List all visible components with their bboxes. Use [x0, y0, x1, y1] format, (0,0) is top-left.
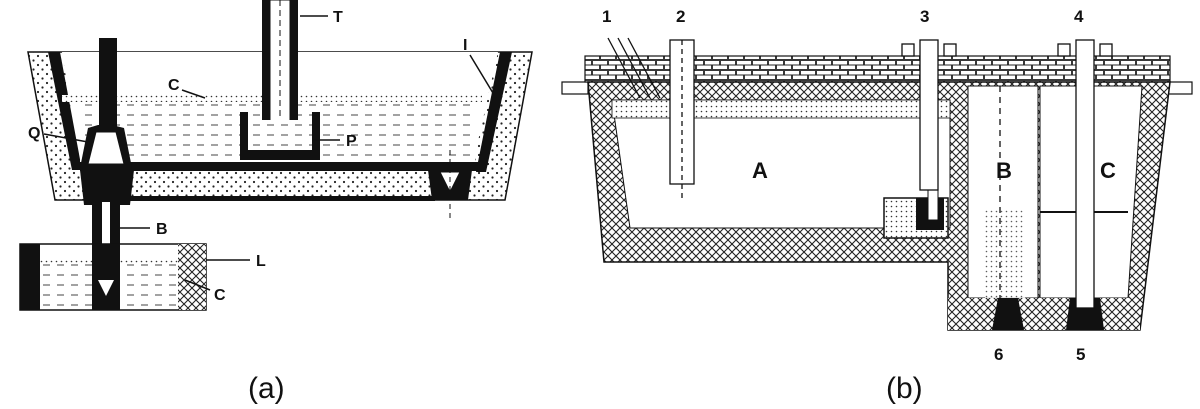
- label-c-top: C: [168, 77, 180, 94]
- label-4: 4: [1074, 7, 1084, 26]
- caption-a: (a): [248, 372, 285, 405]
- tundish-bottom-lining: [80, 162, 480, 171]
- label-5: 5: [1076, 345, 1085, 364]
- label-b-chamber: B: [996, 158, 1012, 183]
- panel-b-diagram: [561, 55, 1193, 331]
- label-i: I: [463, 37, 467, 54]
- pot-p: [240, 112, 320, 160]
- label-b-a: B: [156, 221, 168, 238]
- stopper-rod: [99, 38, 117, 133]
- tundish-left-lining: [48, 52, 82, 170]
- tundish-floor-lining: [120, 196, 435, 201]
- tube-4: [1075, 39, 1095, 309]
- tundish-right-lining: [476, 52, 512, 172]
- label-3: 3: [920, 7, 929, 26]
- label-1: 1: [602, 7, 611, 26]
- label-t: T: [333, 9, 343, 26]
- stopper-head-inner: [87, 131, 125, 165]
- label-2: 2: [676, 7, 685, 26]
- label-p: P: [346, 133, 357, 150]
- cover-layer-b: [611, 99, 951, 119]
- nozzle-6: [992, 298, 1024, 330]
- panel-a-labels: T I C Q P B L C: [28, 9, 467, 304]
- left-flange: [561, 81, 589, 95]
- caption-b: (b): [886, 372, 923, 405]
- label-6: 6: [994, 345, 1003, 364]
- panel-b-labels: 1 2 3 4 A B C 6 5: [602, 7, 1116, 364]
- panel-a-diagram: [19, 0, 533, 311]
- label-a-chamber: A: [752, 158, 768, 183]
- label-q: Q: [28, 125, 40, 142]
- tube-1: [607, 37, 641, 99]
- panel-b-tubes: [607, 37, 1113, 309]
- tube-3: [919, 39, 939, 191]
- nozzle-block: [80, 170, 134, 205]
- label-l: L: [256, 253, 266, 270]
- panel-a-leaders: [43, 15, 497, 291]
- label-c-chamber: C: [1100, 158, 1116, 183]
- label-c-bottom: C: [214, 287, 226, 304]
